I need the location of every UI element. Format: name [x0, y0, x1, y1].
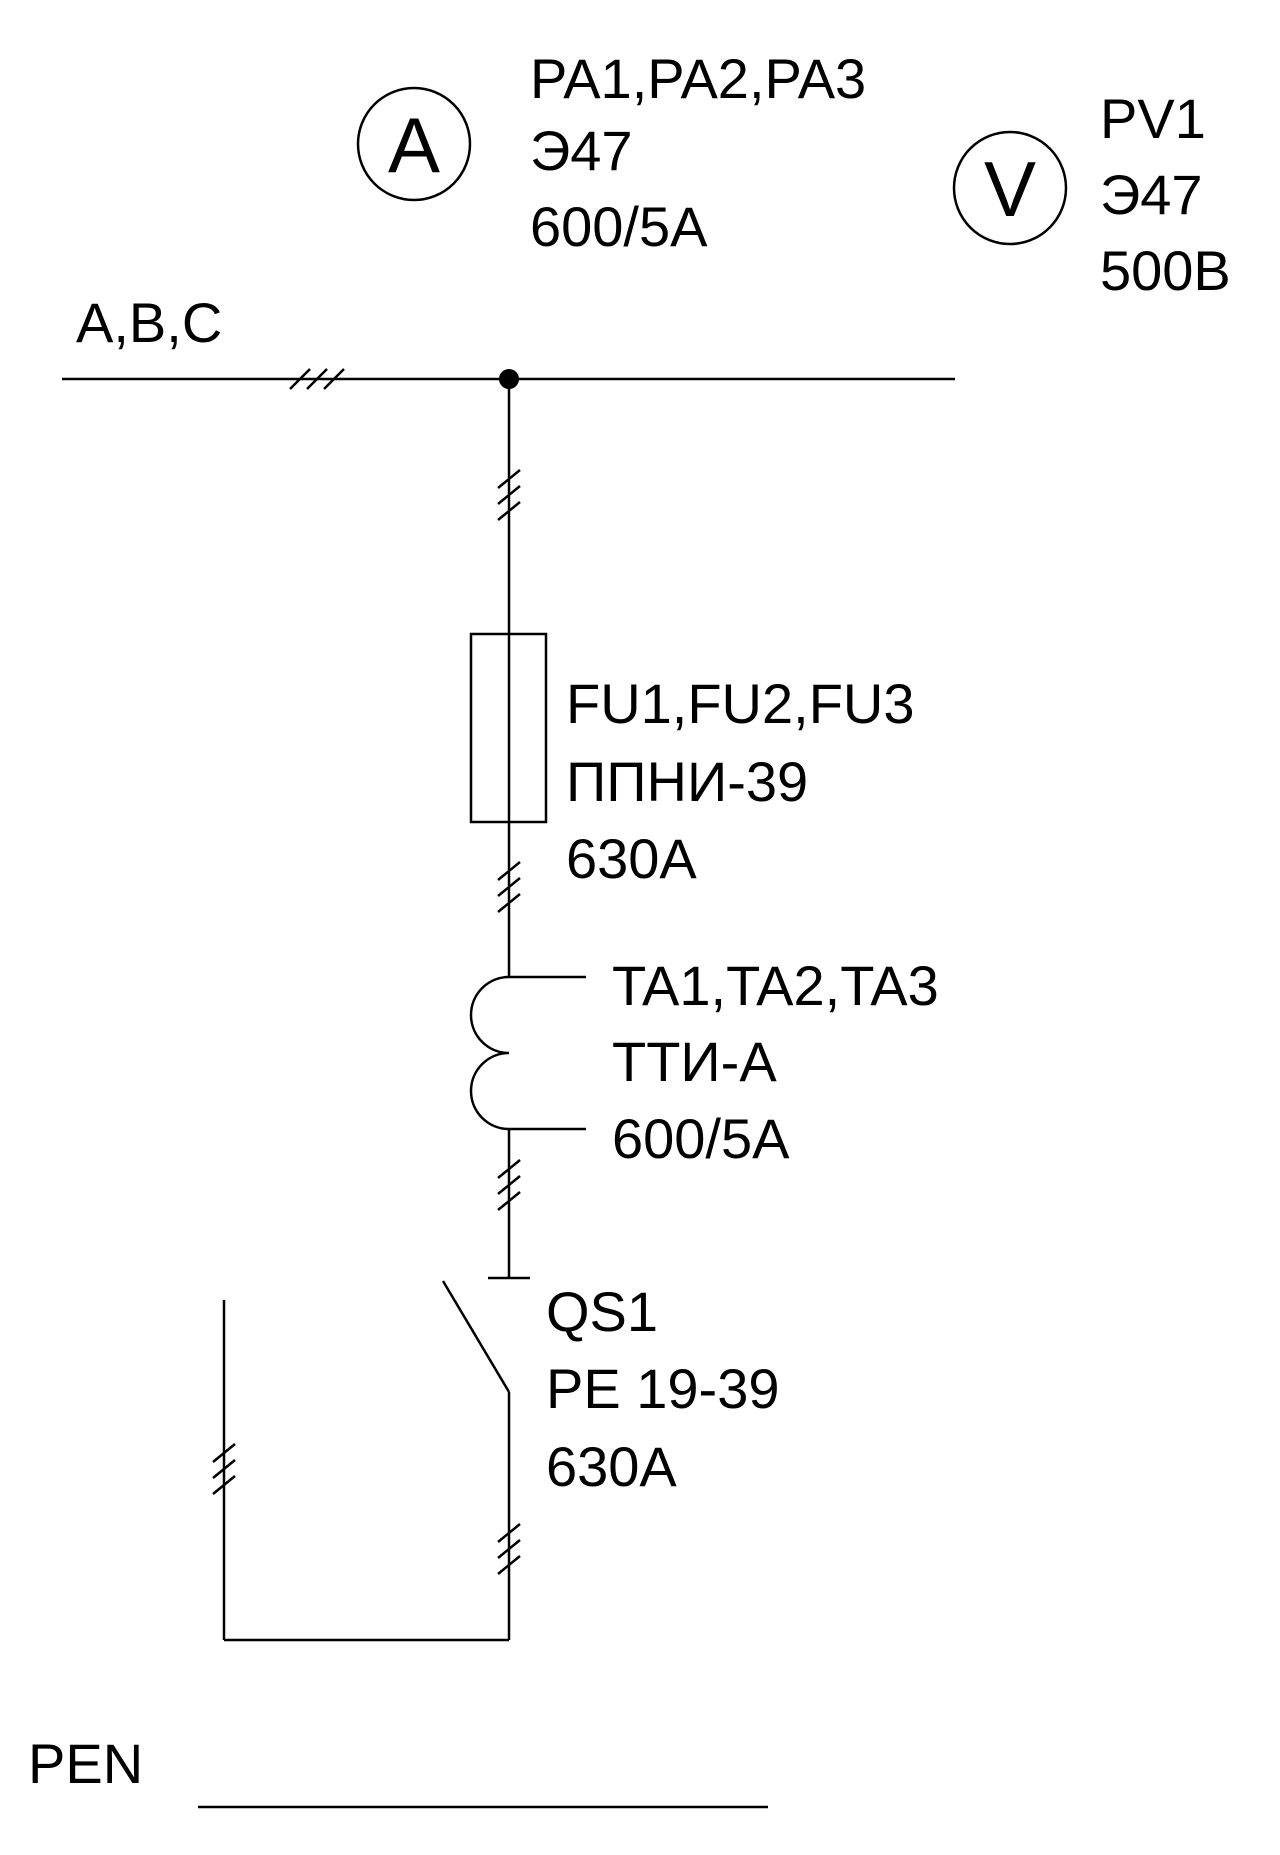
switch-lower-ticks: [497, 1523, 521, 1575]
current-transformer: TA1,TA2,TA3 ТТИ-А 600/5A: [469, 954, 939, 1170]
fuse-type: ППНИ-39: [566, 750, 808, 813]
ammeter-designation: PA1,PA2,PA3: [530, 47, 866, 110]
voltmeter-symbol-circle: [952, 130, 1068, 246]
pen-label: PEN: [28, 1732, 143, 1795]
voltmeter-type: Э47: [1100, 163, 1203, 226]
voltmeter-symbol-letter: V: [984, 145, 1036, 233]
bus-three-phase-ticks: [289, 368, 345, 390]
voltmeter-designation: PV1: [1100, 87, 1206, 150]
ct-winding: [469, 975, 510, 1131]
switch: QS1 PE 19-39 630A: [441, 1280, 780, 1640]
feeder-ticks-3: [497, 1159, 521, 1211]
busbar: A,B,C: [62, 291, 955, 390]
fuse-rating: 630A: [566, 827, 697, 890]
feeder-ticks-2: [497, 861, 521, 913]
fuse: FU1,FU2,FU3 ППНИ-39 630A: [469, 632, 915, 890]
switch-blade: [441, 1280, 511, 1393]
pen-conductor: PEN: [28, 1732, 768, 1809]
ammeter: A PA1,PA2,PA3 Э47 600/5A: [356, 47, 866, 258]
ammeter-symbol-letter: A: [388, 101, 440, 189]
ammeter-rating: 600/5A: [530, 195, 708, 258]
switch-rating: 630A: [546, 1435, 677, 1498]
ct-designation: TA1,TA2,TA3: [612, 954, 939, 1017]
fuse-designation: FU1,FU2,FU3: [566, 672, 915, 735]
ct-rating: 600/5A: [612, 1107, 790, 1170]
switch-designation: QS1: [546, 1280, 658, 1343]
feeder-wiring: [488, 379, 530, 1280]
return-loop: [212, 1300, 509, 1642]
ammeter-symbol-circle: [356, 86, 472, 202]
feeder-ticks-1: [497, 469, 521, 521]
switch-type: PE 19-39: [546, 1357, 780, 1420]
bus-phase-label: A,B,C: [76, 291, 222, 354]
loop-left-ticks: [212, 1443, 236, 1495]
ct-type: ТТИ-А: [612, 1030, 777, 1093]
ammeter-type: Э47: [530, 119, 633, 182]
voltmeter: V PV1 Э47 500B: [952, 87, 1231, 302]
voltmeter-rating: 500B: [1100, 239, 1231, 302]
